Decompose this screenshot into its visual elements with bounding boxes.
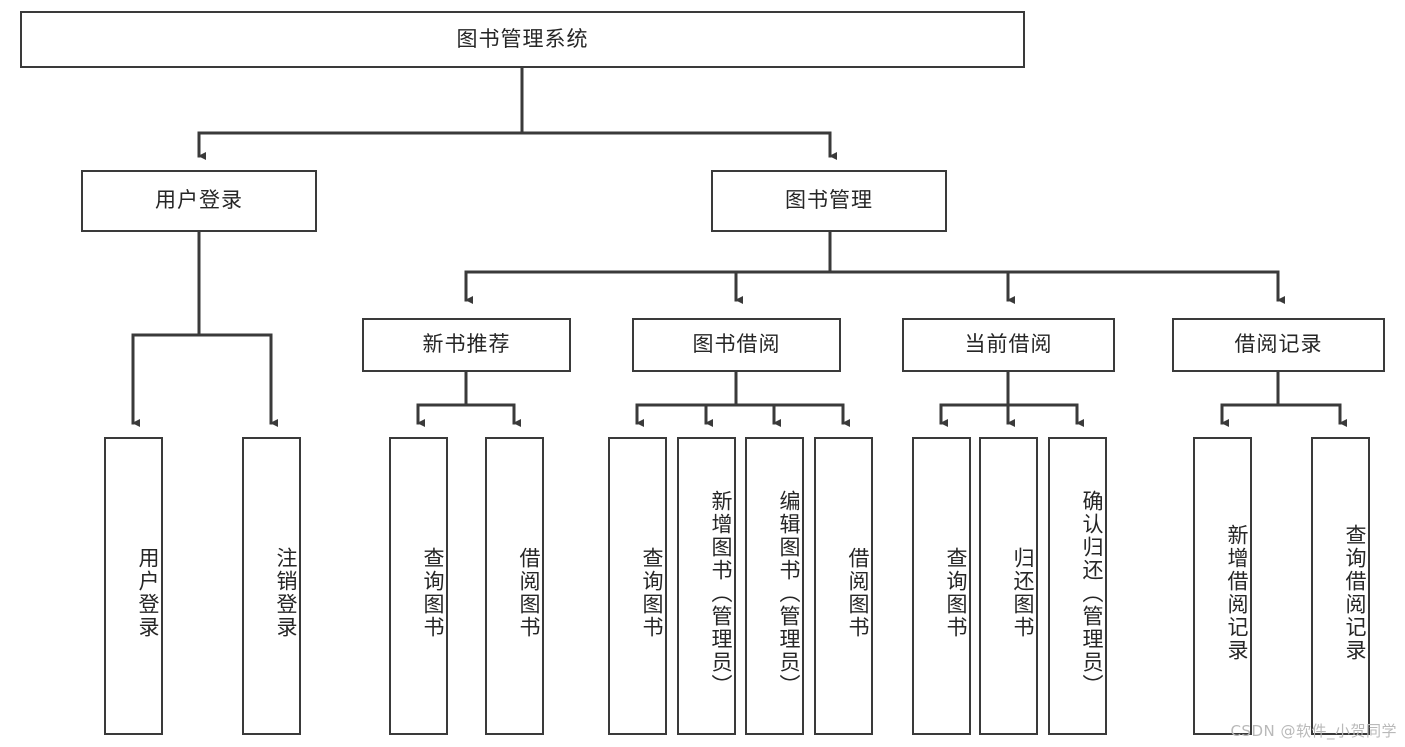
node-label: 图书管理 [785, 188, 873, 213]
node-label: 查询图书 [640, 547, 664, 639]
node-label: 借阅图书 [517, 547, 541, 639]
node-user-login[interactable]: 用户登录 [81, 170, 317, 232]
node-label: 图书借阅 [692, 332, 781, 357]
node-label: 注销登录 [274, 547, 298, 639]
leaf-current-confirm-return-admin[interactable]: 确认归还（管理员） [1048, 437, 1107, 735]
node-label: 借阅记录 [1234, 332, 1323, 357]
leaf-current-return-book[interactable]: 归还图书 [979, 437, 1038, 735]
node-label: 确认归还（管理员） [1080, 489, 1104, 697]
node-label: 图书管理系统 [456, 26, 589, 51]
node-label: 新增借阅记录 [1225, 524, 1249, 662]
leaf-current-query-book[interactable]: 查询图书 [912, 437, 971, 735]
node-root-system[interactable]: 图书管理系统 [20, 11, 1025, 68]
leaf-recommend-query-book[interactable]: 查询图书 [389, 437, 448, 735]
leaf-borrow-query-book[interactable]: 查询图书 [608, 437, 667, 735]
node-label: 用户登录 [136, 547, 160, 639]
leaf-recommend-borrow-book[interactable]: 借阅图书 [485, 437, 544, 735]
leaf-record-add-record[interactable]: 新增借阅记录 [1193, 437, 1252, 735]
node-label: 查询借阅记录 [1343, 524, 1367, 662]
node-book-management[interactable]: 图书管理 [711, 170, 947, 232]
node-book-borrow[interactable]: 图书借阅 [632, 318, 841, 372]
node-new-book-recommend[interactable]: 新书推荐 [362, 318, 571, 372]
node-label: 新增图书（管理员） [709, 489, 733, 697]
node-label: 当前借阅 [964, 332, 1053, 357]
node-borrow-record[interactable]: 借阅记录 [1172, 318, 1385, 372]
node-label: 用户登录 [155, 188, 243, 213]
leaf-borrow-edit-book-admin[interactable]: 编辑图书（管理员） [745, 437, 804, 735]
csdn-watermark: CSDN @软件_小贺同学 [1230, 722, 1397, 740]
node-current-borrow[interactable]: 当前借阅 [902, 318, 1115, 372]
leaf-user-login-logout[interactable]: 注销登录 [242, 437, 301, 735]
node-label: 查询图书 [421, 547, 445, 639]
node-label: 编辑图书（管理员） [777, 489, 801, 697]
node-label: 归还图书 [1011, 547, 1035, 639]
leaf-record-query-record[interactable]: 查询借阅记录 [1311, 437, 1370, 735]
node-label: 查询图书 [944, 547, 968, 639]
leaf-user-login-login[interactable]: 用户登录 [104, 437, 163, 735]
node-label: 新书推荐 [422, 332, 511, 357]
node-label: 借阅图书 [846, 547, 870, 639]
leaf-borrow-borrow-book[interactable]: 借阅图书 [814, 437, 873, 735]
leaf-borrow-add-book-admin[interactable]: 新增图书（管理员） [677, 437, 736, 735]
